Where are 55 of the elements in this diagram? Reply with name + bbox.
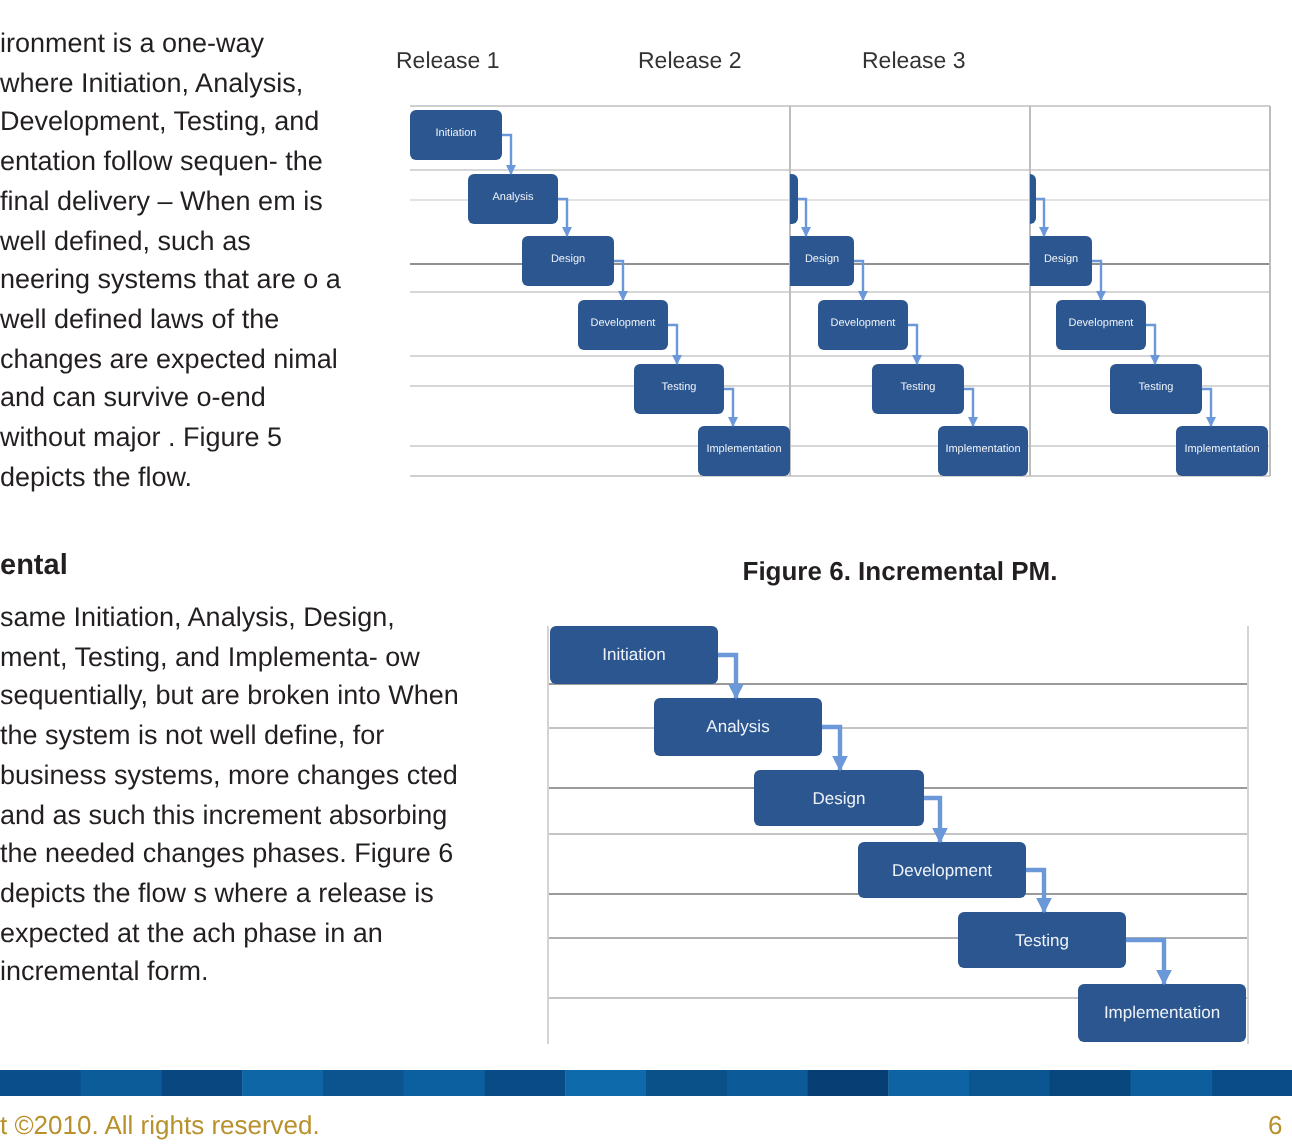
copyright-notice: t ©2010. All rights reserved. bbox=[0, 1110, 320, 1143]
connector-arrow bbox=[1126, 937, 1172, 986]
step-label: Initiation bbox=[602, 646, 666, 664]
process-box bbox=[654, 698, 822, 756]
connector-arrow bbox=[964, 387, 978, 427]
connector-arrow bbox=[558, 197, 572, 237]
connector-arrow bbox=[822, 724, 848, 772]
connector-arrow bbox=[1146, 323, 1160, 365]
release-heading: Release 2 bbox=[638, 48, 742, 77]
process-box bbox=[938, 426, 1028, 476]
connector-arrow bbox=[1092, 259, 1106, 301]
process-box bbox=[958, 912, 1126, 968]
process-box bbox=[550, 626, 718, 684]
body-paragraph: ironment is a one-way where Initiation, Analysis, Development, Testing, and entation follow sequen- the final delivery – When em is well defined, such as neering systems that are o a well defined laws of the changes are expected nimal and can survive o-end without major . Figure 5 depicts the flow. bbox=[0, 26, 343, 496]
process-box bbox=[1030, 236, 1092, 286]
connector-arrow bbox=[1026, 867, 1052, 914]
figure-caption: Figure 6. Incremental PM. bbox=[740, 556, 1060, 589]
step-label: Development bbox=[891, 861, 993, 879]
process-box bbox=[754, 770, 924, 826]
step-label: Testing bbox=[1015, 931, 1069, 949]
connector-arrow bbox=[718, 652, 744, 700]
step-label: Design bbox=[812, 789, 866, 807]
connector-arrow bbox=[924, 795, 948, 844]
process-box bbox=[578, 300, 668, 350]
process-box bbox=[818, 300, 908, 350]
process-box bbox=[698, 426, 790, 476]
body-paragraph: same Initiation, Analysis, Design, ment, Testing, and Implementa- ow sequentially, but are broken into When the system is not well define, for business systems, more changes cted and as such this increment absorbing the needed changes phases. Figure 6 depicts the flow s where a release is expected at the ach phase in an incremental form. bbox=[0, 600, 461, 991]
process-box bbox=[872, 364, 964, 414]
process-box bbox=[1030, 174, 1036, 224]
connector-arrow bbox=[668, 323, 682, 365]
section-heading: ental bbox=[0, 548, 68, 585]
process-box bbox=[410, 110, 502, 160]
process-box bbox=[468, 174, 558, 224]
page-number: 6 bbox=[1268, 1110, 1283, 1143]
process-box bbox=[858, 842, 1026, 898]
step-label: Analysis bbox=[706, 718, 770, 736]
process-box bbox=[1176, 426, 1268, 476]
connector-arrow bbox=[908, 323, 922, 365]
process-box bbox=[790, 236, 854, 286]
process-box bbox=[1078, 984, 1246, 1042]
connector-arrow bbox=[614, 259, 628, 301]
process-box bbox=[634, 364, 724, 414]
process-box bbox=[522, 236, 614, 286]
process-box bbox=[1110, 364, 1202, 414]
connector-arrow bbox=[854, 259, 868, 301]
connector-arrow bbox=[502, 133, 516, 175]
release-heading: Release 3 bbox=[862, 48, 966, 77]
release-heading: Release 1 bbox=[396, 48, 500, 77]
connector-arrow bbox=[798, 197, 811, 237]
connector-arrow bbox=[1036, 197, 1049, 237]
connector-arrow bbox=[1202, 387, 1216, 427]
connector-arrow bbox=[724, 387, 738, 427]
step-label: Implementation bbox=[1103, 1004, 1221, 1022]
process-box bbox=[790, 174, 798, 224]
process-box bbox=[1056, 300, 1146, 350]
